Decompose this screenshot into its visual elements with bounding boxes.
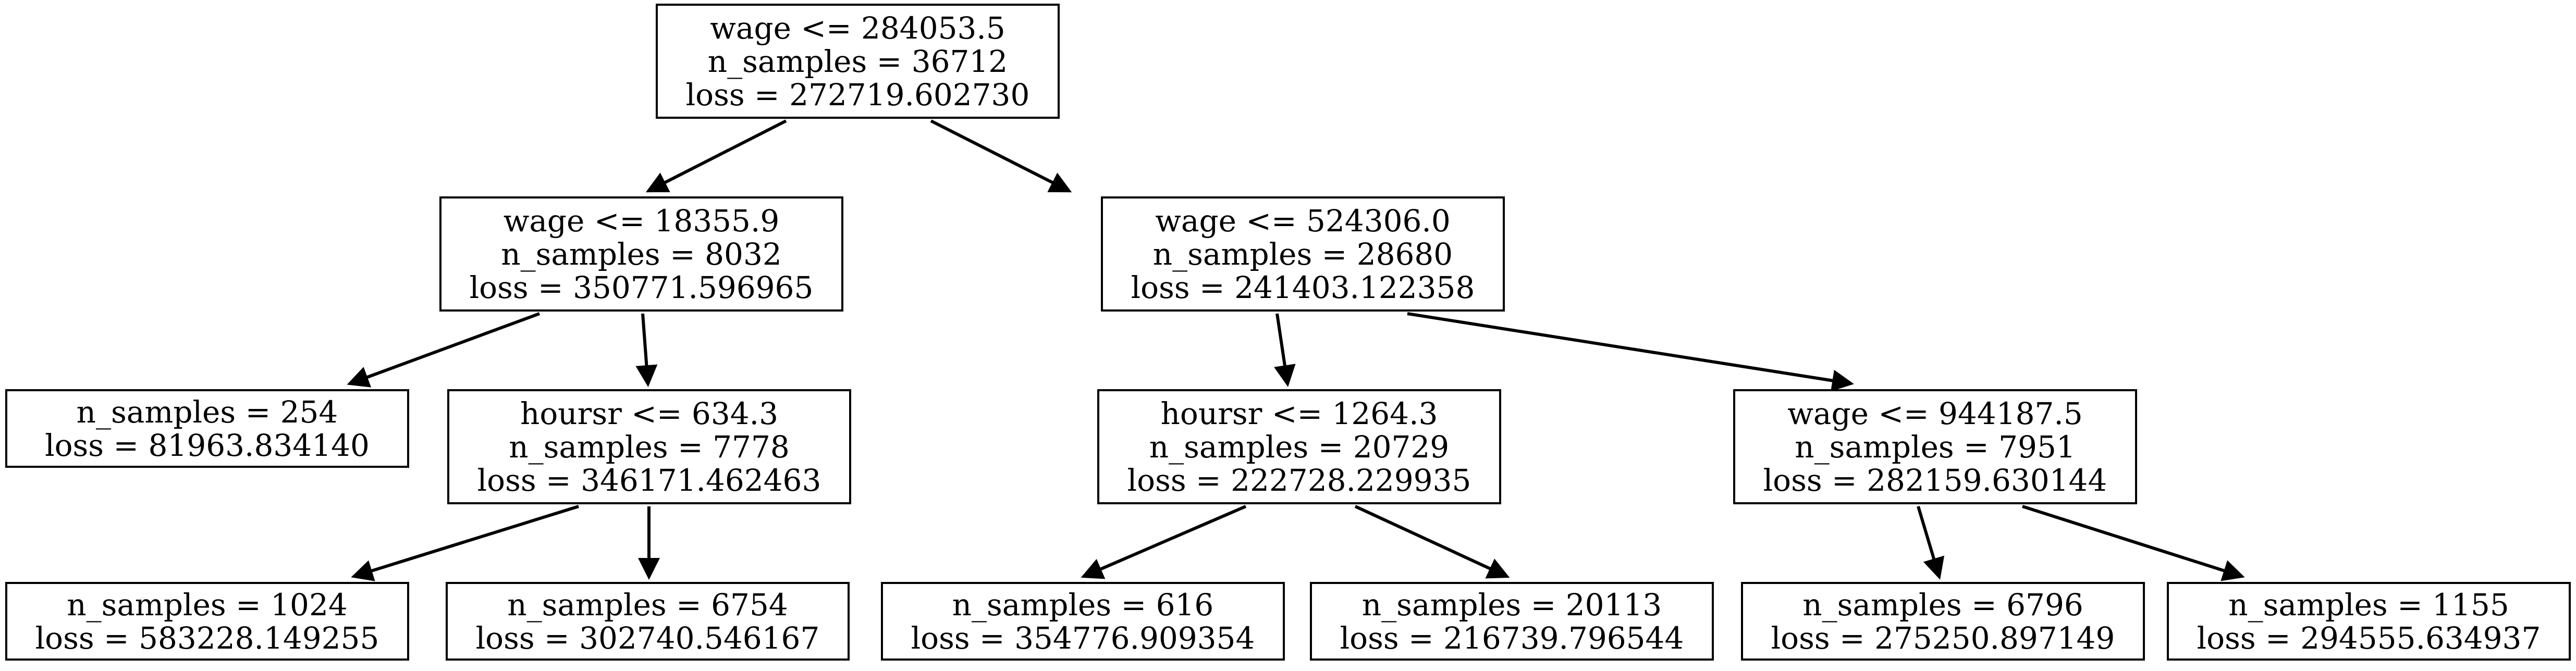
node-n-samples: n_samples = 7778 <box>509 429 790 465</box>
node-n-samples: n_samples = 7951 <box>1795 429 2076 465</box>
node-loss: loss = 241403.122358 <box>1131 269 1475 305</box>
edge-n6-n11 <box>1917 506 1945 580</box>
tree-node-leaf-20113[interactable]: n_samples = 20113 loss = 216739.796544 <box>1310 582 1714 661</box>
node-condition: wage <= 944187.5 <box>1787 395 2083 431</box>
node-loss: loss = 583228.149255 <box>35 620 379 656</box>
edge-n1-n4 <box>635 313 658 387</box>
node-loss: loss = 346171.462463 <box>477 462 821 498</box>
node-loss: loss = 222728.229935 <box>1127 462 1471 498</box>
node-loss: loss = 81963.834140 <box>45 427 370 463</box>
node-loss: loss = 350771.596965 <box>469 269 814 305</box>
tree-node-leaf-1024[interactable]: n_samples = 1024 loss = 583228.149255 <box>5 582 409 661</box>
tree-node-leaf-6796[interactable]: n_samples = 6796 loss = 275250.897149 <box>1741 582 2145 661</box>
tree-node-internal-hoursr-1264[interactable]: hoursr <= 1264.3 n_samples = 20729 loss … <box>1097 389 1501 504</box>
tree-node-internal-hoursr-634[interactable]: hoursr <= 634.3 n_samples = 7778 loss = … <box>447 389 851 504</box>
tree-node-internal-wage-524306[interactable]: wage <= 524306.0 n_samples = 28680 loss … <box>1101 196 1505 312</box>
node-loss: loss = 272719.602730 <box>685 77 1030 113</box>
tree-node-leaf-6754[interactable]: n_samples = 6754 loss = 302740.546167 <box>446 582 850 661</box>
node-n-samples: n_samples = 6796 <box>1802 587 2083 623</box>
node-n-samples: n_samples = 36712 <box>707 43 1008 79</box>
node-condition: hoursr <= 1264.3 <box>1160 395 1438 431</box>
edge-n2-n6 <box>1407 312 1854 392</box>
edge-n0-n2 <box>930 119 1072 193</box>
node-condition: wage <= 18355.9 <box>503 203 780 239</box>
node-loss: loss = 282159.630144 <box>1763 462 2107 498</box>
edge-n4-n7 <box>351 505 579 581</box>
edge-n2-n5 <box>1274 313 1296 387</box>
node-loss: loss = 354776.909354 <box>911 620 1255 656</box>
node-n-samples: n_samples = 254 <box>76 394 338 430</box>
node-condition: wage <= 284053.5 <box>710 10 1005 46</box>
node-n-samples: n_samples = 1155 <box>2228 587 2509 623</box>
node-n-samples: n_samples = 20113 <box>1361 587 1662 623</box>
node-n-samples: n_samples = 28680 <box>1152 236 1453 272</box>
node-n-samples: n_samples = 8032 <box>501 236 782 272</box>
edge-n5-n10 <box>1354 505 1510 579</box>
node-loss: loss = 275250.897149 <box>1771 620 2115 656</box>
node-n-samples: n_samples = 20729 <box>1149 429 1450 465</box>
tree-node-internal-wage-944187[interactable]: wage <= 944187.5 n_samples = 7951 loss =… <box>1733 389 2137 504</box>
node-loss: loss = 294555.634937 <box>2197 620 2541 656</box>
tree-node-root[interactable]: wage <= 284053.5 n_samples = 36712 loss … <box>656 4 1060 119</box>
edge-n1-n3 <box>347 312 541 388</box>
node-condition: wage <= 524306.0 <box>1155 203 1451 239</box>
node-condition: hoursr <= 634.3 <box>520 395 778 431</box>
edge-n5-n9 <box>1081 505 1247 579</box>
node-n-samples: n_samples = 616 <box>952 587 1214 623</box>
node-loss: loss = 302740.546167 <box>475 620 820 656</box>
tree-node-leaf-254[interactable]: n_samples = 254 loss = 81963.834140 <box>5 389 409 468</box>
node-n-samples: n_samples = 1024 <box>67 587 348 623</box>
node-loss: loss = 216739.796544 <box>1340 620 1684 656</box>
edge-n0-n1 <box>645 119 787 193</box>
edge-n6-n12 <box>2022 505 2245 581</box>
node-n-samples: n_samples = 6754 <box>507 587 788 623</box>
tree-node-leaf-1155[interactable]: n_samples = 1155 loss = 294555.634937 <box>2167 582 2571 661</box>
tree-node-internal-wage-18355[interactable]: wage <= 18355.9 n_samples = 8032 loss = … <box>439 196 843 312</box>
tree-node-leaf-616[interactable]: n_samples = 616 loss = 354776.909354 <box>881 582 1285 661</box>
